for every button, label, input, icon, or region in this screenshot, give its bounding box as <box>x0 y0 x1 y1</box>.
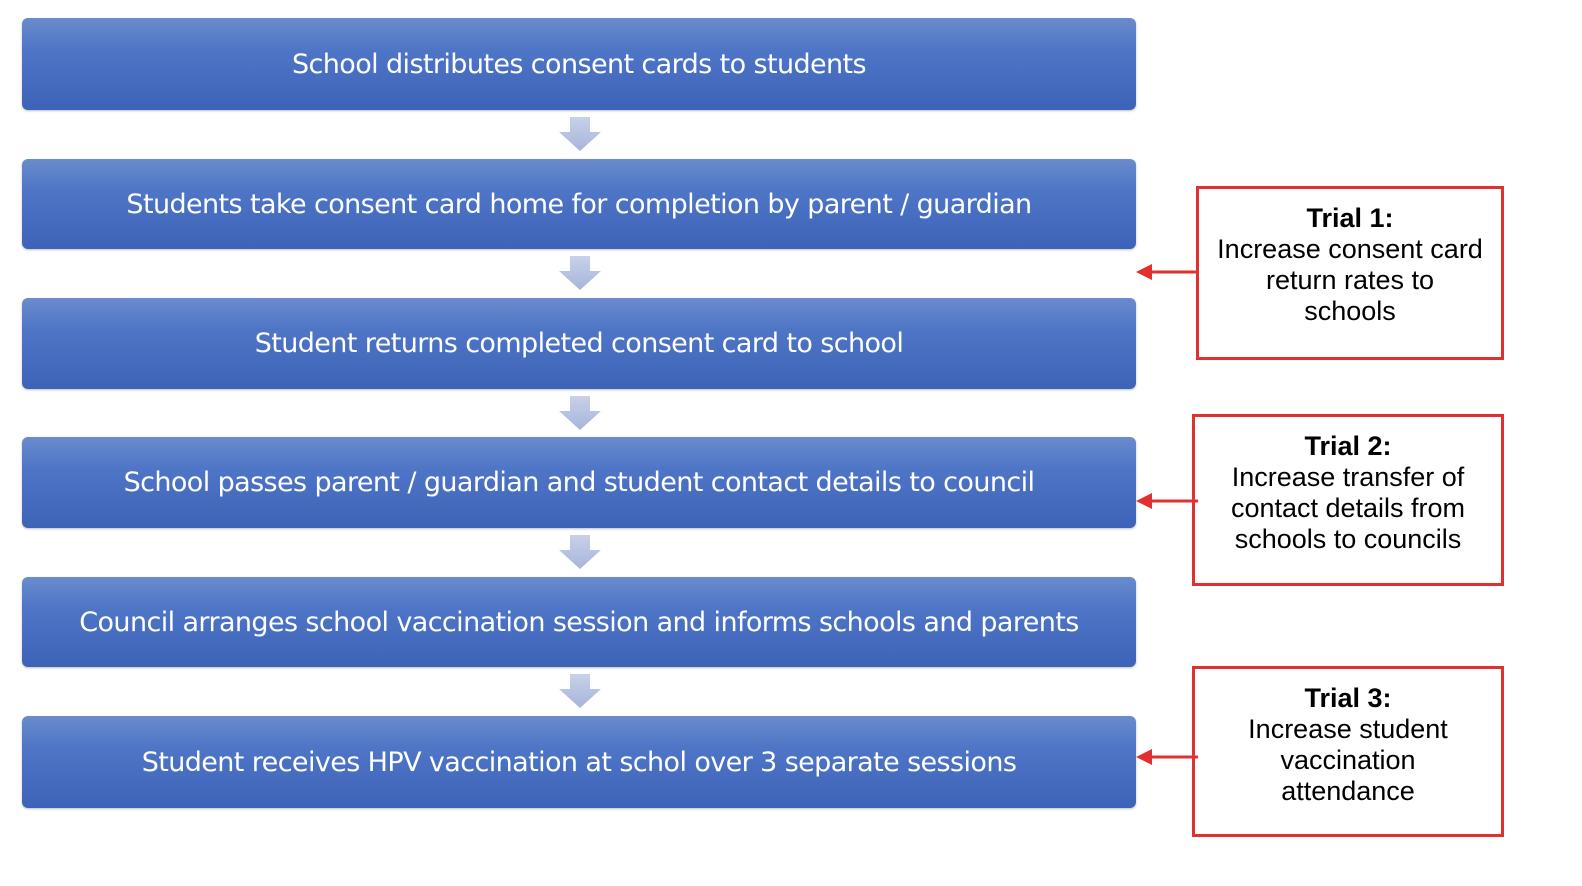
trial-1-description: Increase consent card return rates to sc… <box>1217 234 1483 326</box>
trial-2-box: Trial 2: Increase transfer of contact de… <box>1192 414 1504 586</box>
process-step-3-label: Student returns completed consent card t… <box>254 328 904 359</box>
trial-1-title: Trial 1: <box>1306 203 1394 233</box>
flow-arrow-down-icon <box>559 674 601 708</box>
process-step-2: Students take consent card home for comp… <box>22 159 1136 249</box>
trial-2-description: Increase transfer of contact details fro… <box>1230 462 1466 554</box>
trial-3-box: Trial 3: Increase student vaccination at… <box>1192 666 1504 837</box>
process-step-1-label: School distributes consent cards to stud… <box>291 48 867 80</box>
process-step-4-label: School passes parent / guardian and stud… <box>123 467 1035 498</box>
flow-arrow-down-icon <box>559 256 601 290</box>
trial-2-title: Trial 2: <box>1304 431 1392 461</box>
trial-3-description: Increase student vaccination attendance <box>1248 714 1448 806</box>
process-step-5-label: Council arranges school vaccination sess… <box>79 606 1079 638</box>
flow-arrow-down-icon <box>559 117 601 151</box>
trial-3-arrow-icon <box>1136 749 1198 765</box>
process-step-2-label: Students take consent card home for comp… <box>126 188 1032 220</box>
trial-3-title: Trial 3: <box>1304 683 1392 713</box>
process-step-6: Student receives HPV vaccination at scho… <box>22 716 1136 808</box>
process-step-3: Student returns completed consent card t… <box>22 298 1136 389</box>
process-step-1: School distributes consent cards to stud… <box>22 18 1136 110</box>
flow-arrow-down-icon <box>559 535 601 569</box>
process-step-5: Council arranges school vaccination sess… <box>22 577 1136 667</box>
flow-arrow-down-icon <box>559 396 601 430</box>
trial-1-arrow-icon <box>1136 264 1198 280</box>
process-step-6-label: Student receives HPV vaccination at scho… <box>141 746 1017 778</box>
process-step-4: School passes parent / guardian and stud… <box>22 437 1136 528</box>
trial-1-box: Trial 1: Increase consent card return ra… <box>1196 186 1504 360</box>
trial-2-arrow-icon <box>1136 493 1198 509</box>
